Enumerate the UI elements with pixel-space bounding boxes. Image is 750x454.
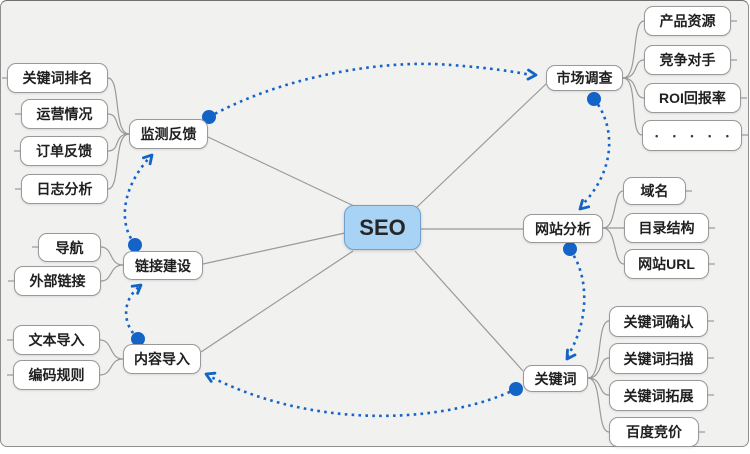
child-domain-name[interactable]: 域名 — [623, 177, 686, 205]
flow-dot — [509, 382, 523, 396]
bracket-curve — [587, 320, 610, 379]
node-market-research[interactable]: 市场调查 — [546, 65, 623, 91]
bracket-curve — [100, 264, 124, 282]
flow-arrow-icon — [526, 68, 538, 81]
child-directory-structure[interactable]: 目录结构 — [624, 213, 709, 243]
node-seo-root[interactable]: SEO — [344, 205, 421, 250]
child-ellipsis[interactable]: • • • • • — [642, 120, 742, 151]
child-keyword-ranking[interactable]: 关键词排名 — [7, 63, 108, 93]
flow-arrow-icon — [204, 371, 217, 383]
child-operation-status[interactable]: 运营情况 — [21, 99, 108, 129]
mindmap-canvas: SEO 监测反馈 链接建设 内容导入 市场调查 网站分析 关键词 关键词排名 运… — [1, 1, 749, 447]
child-site-url[interactable]: 网站URL — [624, 249, 709, 279]
flow-dot — [563, 242, 577, 256]
child-bracket-curves — [99, 20, 645, 433]
flow-dot — [128, 238, 142, 252]
node-site-analysis[interactable]: 网站分析 — [523, 214, 603, 243]
child-encoding-rules[interactable]: 编码规则 — [13, 360, 100, 390]
bracket-curve — [622, 77, 643, 136]
child-product-resources[interactable]: 产品资源 — [644, 6, 731, 36]
node-monitor-feedback[interactable]: 监测反馈 — [129, 119, 208, 149]
child-keyword-scan[interactable]: 关键词扫描 — [609, 343, 708, 374]
flow-dot — [587, 92, 601, 106]
bracket-curve — [602, 227, 625, 265]
flow-curve-content-to-links — [124, 285, 140, 340]
child-keyword-confirm[interactable]: 关键词确认 — [609, 306, 708, 337]
connector-line — [200, 250, 354, 353]
bracket-curve — [107, 133, 130, 152]
flow-cycle — [123, 62, 611, 418]
flow-dot — [131, 332, 145, 346]
bracket-curve — [100, 246, 124, 266]
connector-line — [416, 83, 547, 208]
flow-curve-keyword-to-content — [208, 374, 517, 418]
child-competitors[interactable]: 竞争对手 — [644, 45, 731, 75]
flow-arrow-icon — [565, 348, 577, 361]
child-keyword-expand[interactable]: 关键词拓展 — [609, 380, 708, 411]
child-log-analysis[interactable]: 日志分析 — [21, 174, 108, 204]
child-external-links[interactable]: 外部链接 — [14, 266, 101, 296]
flow-dot — [202, 110, 216, 124]
connector-line — [207, 136, 357, 208]
connector-line — [414, 250, 524, 372]
flow-arrow-icon — [578, 199, 591, 211]
child-order-feedback[interactable]: 订单反馈 — [20, 136, 108, 166]
bracket-curve — [107, 77, 130, 135]
node-keywords[interactable]: 关键词 — [523, 365, 588, 392]
child-navigation[interactable]: 导航 — [38, 233, 101, 262]
node-link-building[interactable]: 链接建设 — [123, 251, 203, 280]
node-content-import[interactable]: 内容导入 — [123, 344, 201, 374]
child-text-import[interactable]: 文本导入 — [13, 325, 100, 355]
bracket-curve — [587, 377, 610, 433]
bracket-curve — [622, 20, 645, 79]
child-roi-return[interactable]: ROI回报率 — [644, 83, 741, 113]
bracket-curve — [107, 133, 130, 190]
flow-curve-site-to-keyword — [565, 249, 586, 358]
flow-curve-links-to-monitor — [123, 156, 151, 245]
bracket-curve — [622, 77, 645, 99]
flow-arrow-icon — [130, 283, 143, 295]
root-connector-lines — [200, 83, 547, 372]
bracket-curve — [99, 339, 124, 360]
bracket-curve — [99, 358, 124, 376]
leaf-stub-ticks — [2, 20, 748, 433]
child-baidu-bidding[interactable]: 百度竞价 — [609, 417, 699, 447]
flow-curve-monitor-to-market — [208, 62, 532, 119]
bracket-curve — [587, 357, 610, 379]
flow-curve-market-to-site — [581, 98, 611, 206]
bracket-curve — [622, 59, 645, 79]
bracket-curve — [587, 377, 610, 396]
bracket-curve — [602, 190, 624, 229]
flow-arrow-icon — [142, 153, 154, 166]
bracket-curve — [107, 113, 130, 135]
connector-line — [202, 232, 346, 265]
